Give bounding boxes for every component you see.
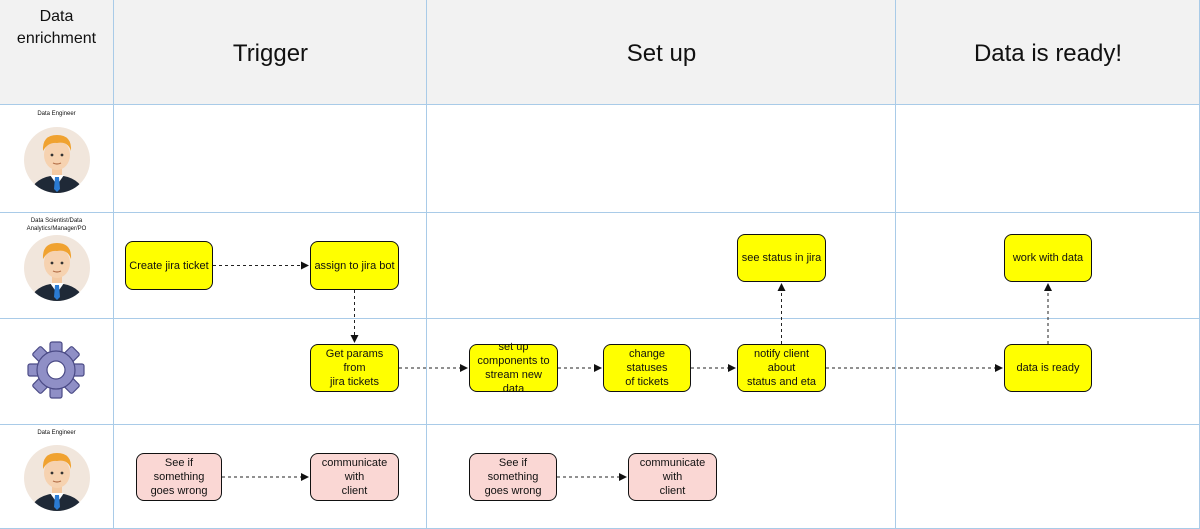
phase-header-trigger — [114, 0, 427, 105]
node-assign-to-jira-bot[interactable]: assign to jira bot — [310, 241, 399, 290]
lane-cell — [427, 105, 896, 213]
node-create-jira-ticket[interactable]: Create jira ticket — [125, 241, 213, 290]
node-work-with-data[interactable]: work with data — [1004, 234, 1092, 282]
role-label-data-engineer: Data Engineer — [37, 430, 76, 436]
lane-label-cell — [0, 319, 114, 425]
lane-label-cell — [0, 213, 114, 319]
phase-header-data-ready — [896, 0, 1200, 105]
lane-cell — [114, 213, 427, 319]
phase-title-trigger: Trigger — [232, 40, 309, 67]
phase-header-set-up — [427, 0, 896, 105]
lane-cell — [114, 105, 427, 213]
node-see-status-in-jira[interactable]: see status in jira — [737, 234, 826, 282]
man-avatar-icon — [24, 127, 90, 193]
man-avatar-icon — [24, 445, 90, 511]
role-label-data-engineer: Data Engineer — [37, 111, 76, 117]
node-data-is-ready[interactable]: data is ready — [1004, 344, 1092, 392]
node-communicate-with-client[interactable]: communicate with client — [628, 453, 717, 501]
corner-title: Data enrichment — [16, 8, 97, 47]
node-see-if-something-goes-wrong[interactable]: See if something goes wrong — [469, 453, 557, 501]
node-notify-client[interactable]: notify client about status and eta — [737, 344, 826, 392]
lane-cell — [427, 319, 896, 425]
corner-cell — [0, 0, 114, 105]
phase-title-data-ready: Data is ready! — [973, 40, 1123, 67]
phase-title-set-up: Set up — [626, 40, 697, 67]
lane-cell — [427, 213, 896, 319]
lane-cell — [114, 319, 427, 425]
lane-label-cell — [0, 105, 114, 213]
node-see-if-something-goes-wrong[interactable]: See if something goes wrong — [136, 453, 222, 501]
man-avatar-icon — [24, 235, 90, 301]
gear-icon — [26, 340, 86, 400]
node-communicate-with-client[interactable]: communicate with client — [310, 453, 399, 501]
node-change-statuses[interactable]: change statuses of tickets — [603, 344, 691, 392]
role-label-data-scientist: Data Scientist/Data Analytics/Manager/PO — [26, 218, 87, 232]
node-set-up-components[interactable]: set up components to stream new data — [469, 341, 558, 395]
node-get-params[interactable]: Get params from jira tickets — [310, 344, 399, 392]
